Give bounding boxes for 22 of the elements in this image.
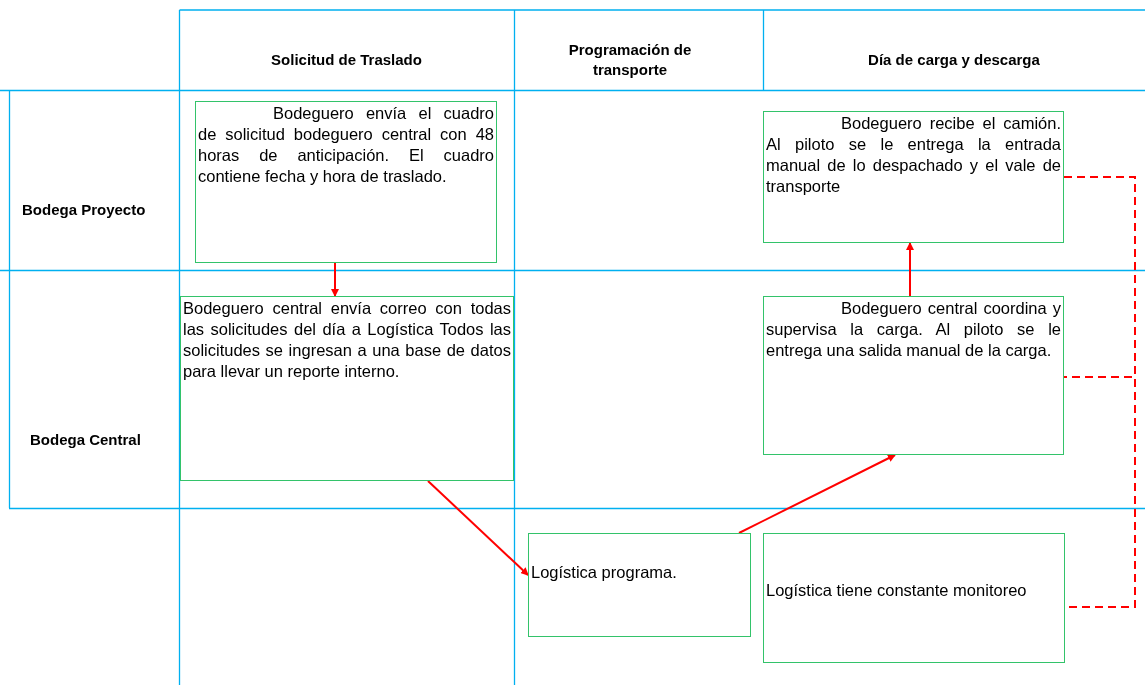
process-box (763, 296, 1064, 455)
arrow (738, 454, 896, 534)
process-text: Bodeguero envía el cuadro de solicitud bodeguero central con 48 horas de anticipación. El cuadro contiene fecha y hora de traslado. (198, 103, 494, 187)
arrow (906, 242, 914, 297)
process-text: Bodeguero central coordina y supervisa la carga. Al piloto se le entrega una salida manual de la carga. (766, 298, 1061, 361)
row-header: Bodega Central (30, 430, 142, 450)
column-header: Programación de transporte (567, 40, 693, 80)
process-text: Bodeguero recibe el camión. Al piloto se le entrega la entrada manual de lo despachado y el vale de transporte (766, 113, 1061, 197)
process-text: Logística programa. (531, 562, 678, 583)
process-box (763, 533, 1065, 663)
process-box (195, 101, 497, 263)
column-header: Solicitud de Traslado (270, 50, 423, 70)
process-box (763, 111, 1064, 243)
process-text: Bodeguero central envía correo con todas las solicitudes del día a Logística Todos las solicitudes se ingresan a una base de datos para llevar un reporte interno. (183, 298, 511, 382)
process-box (528, 533, 751, 637)
process-text: Logística tiene constante monitoreo (766, 580, 1028, 601)
dashed-connector (1063, 376, 1136, 608)
process-box (180, 296, 514, 481)
column-header: Día de carga y descarga (867, 50, 1041, 70)
arrow (427, 480, 529, 576)
row-header: Bodega Proyecto (22, 200, 147, 220)
arrow (331, 262, 339, 297)
